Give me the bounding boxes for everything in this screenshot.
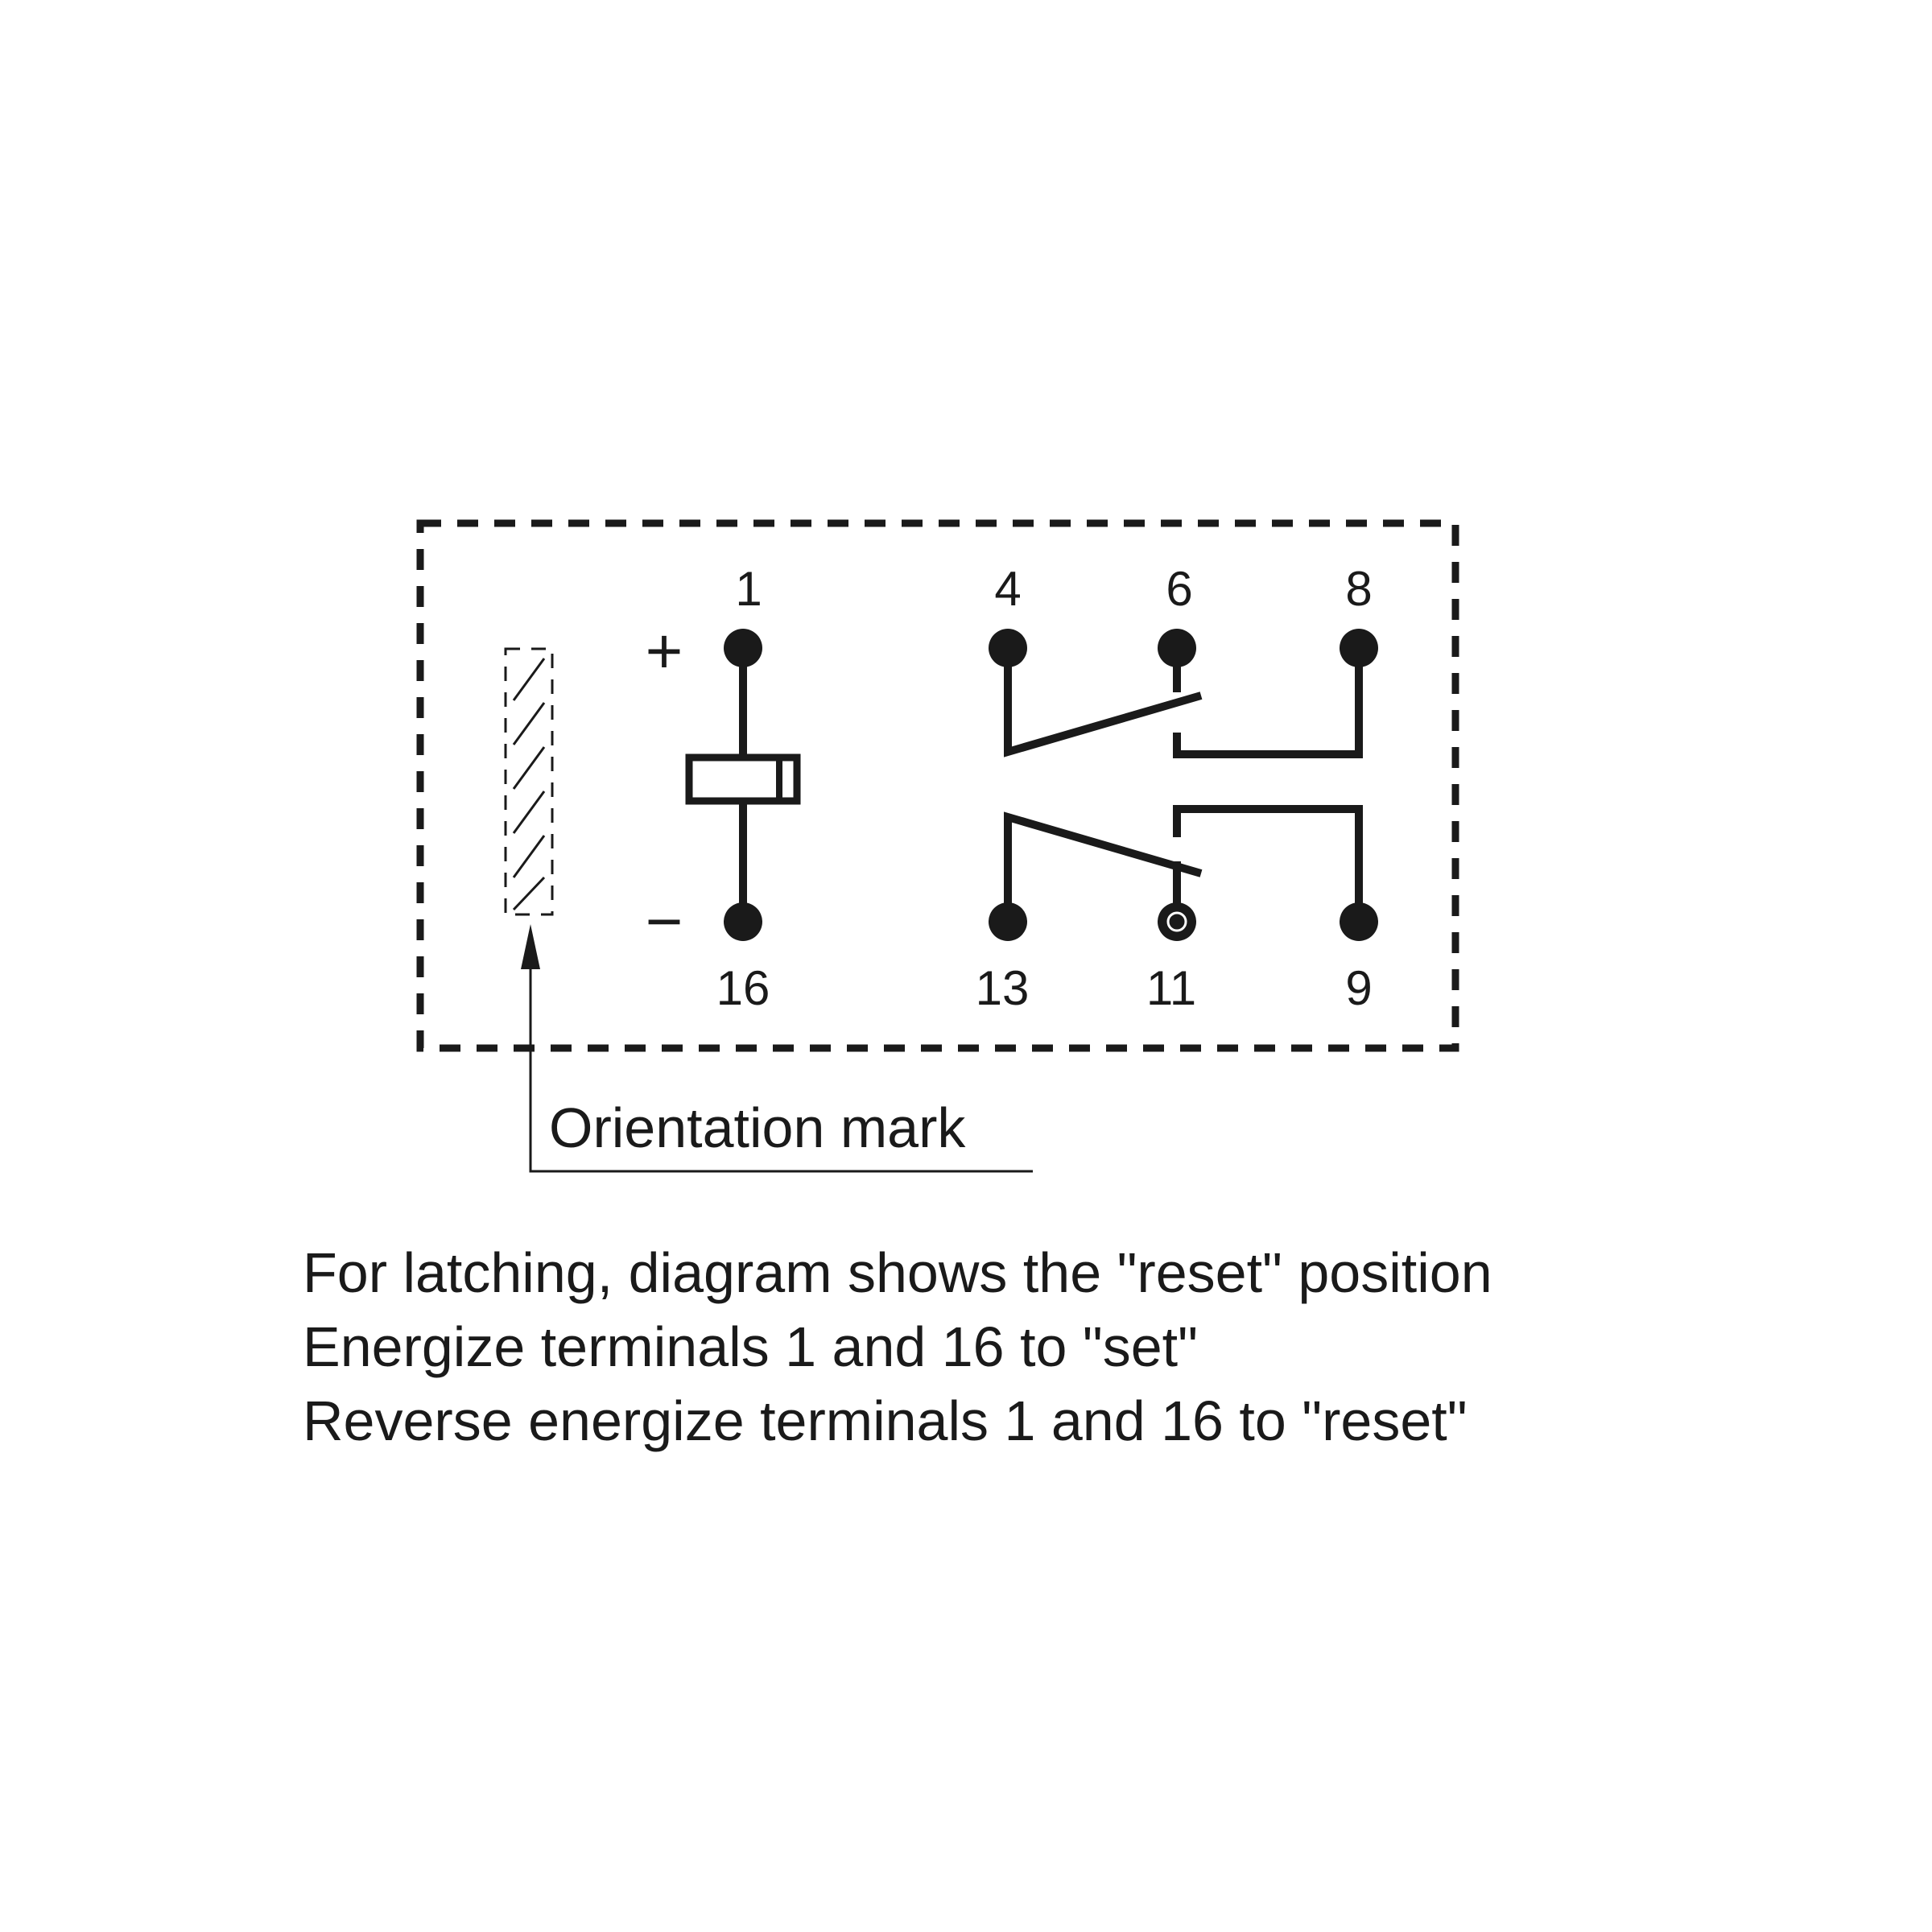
pin-label-1: 1	[735, 562, 762, 616]
terminal-6	[1158, 629, 1196, 667]
arrow-head-icon	[521, 924, 540, 969]
latching-notes: For latching, diagram shows the "reset" …	[303, 1236, 1492, 1458]
orientation-mark	[504, 647, 554, 916]
pin-label-11: 11	[1146, 961, 1196, 1015]
terminal-13	[989, 902, 1027, 941]
package-outline	[416, 519, 1459, 1052]
terminal-11	[1158, 902, 1196, 941]
note-reset-position: For latching, diagram shows the "reset" …	[303, 1241, 1492, 1304]
orientation-mark-label: Orientation mark	[549, 1096, 966, 1159]
orientation-mark-hatching	[512, 658, 546, 911]
relay-coil	[685, 648, 801, 922]
terminal-4	[989, 629, 1027, 667]
upper-no-contact	[1173, 648, 1363, 758]
pin-label-9: 9	[1345, 961, 1372, 1015]
note-reset-instruction: Reverse energize terminals 1 and 16 to "…	[303, 1389, 1468, 1452]
pin-label-16: 16	[716, 961, 770, 1015]
pin-label-8: 8	[1345, 562, 1372, 616]
lower-armature	[1004, 811, 1203, 922]
upper-armature	[1004, 648, 1203, 758]
terminal-16	[724, 902, 762, 941]
coil-plus-sign: +	[646, 615, 683, 687]
pin-label-13: 13	[976, 961, 1030, 1015]
note-set-instruction: Energize terminals 1 and 16 to "set"	[303, 1315, 1198, 1378]
coil-minus-sign: −	[646, 886, 683, 957]
lower-no-contact	[1173, 805, 1363, 922]
terminal-11-center	[1166, 911, 1187, 932]
orientation-callout-leader	[521, 924, 1033, 1173]
pin-label-6: 6	[1166, 562, 1192, 616]
terminal-9	[1340, 902, 1378, 941]
orientation-mark-outline	[504, 647, 554, 916]
terminal-1	[724, 629, 762, 667]
terminal-8	[1340, 629, 1378, 667]
pin-label-4: 4	[994, 562, 1021, 616]
